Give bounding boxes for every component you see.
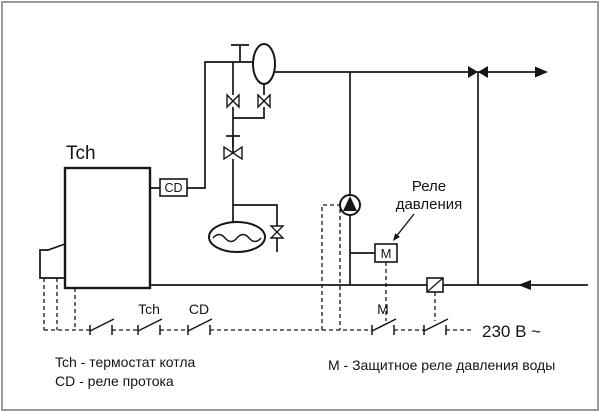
flow-arrow-out-icon — [535, 66, 548, 78]
switch-main — [89, 318, 115, 335]
legend-m: M - Защитное реле давления воды — [328, 357, 555, 373]
electrical-wiring — [43, 204, 472, 331]
flow-arrow-in-icon — [518, 280, 531, 290]
pipe-vessel-branch — [232, 62, 265, 222]
switch-tch-label: Tch — [138, 301, 160, 317]
legend: Tch - термостат котла CD - реле протока … — [55, 354, 555, 389]
callout-arrowhead-icon — [393, 233, 400, 241]
switch-cd — [187, 318, 213, 335]
flow-component-diagonal — [426, 277, 444, 293]
expansion-vessel-icon — [252, 43, 276, 85]
pipe-drain-branch — [233, 204, 278, 252]
water-level-icon — [212, 233, 262, 243]
boiler-group: Tch — [39, 143, 152, 290]
wire-pump-loop — [321, 204, 341, 330]
boiler-body — [63, 166, 152, 290]
pressure-relay-box — [374, 243, 398, 263]
outlet-valve-icon — [468, 66, 478, 78]
boiler-label: Tch — [66, 143, 96, 164]
valves — [223, 93, 285, 239]
valve-icon-left — [226, 93, 240, 109]
flow-component — [426, 277, 444, 293]
switch-aux — [423, 318, 449, 335]
pressure-relay: M Реле давления — [374, 178, 463, 263]
pump — [339, 194, 361, 216]
valve-handle — [226, 135, 240, 153]
flow-relay: CD — [159, 178, 188, 197]
circuit-switches — [89, 318, 449, 335]
outlet-valve — [468, 66, 488, 78]
outlet-valve-icon — [478, 66, 488, 78]
valve-icon-vessel — [257, 93, 271, 109]
voltage-label: 230 В ~ — [482, 322, 541, 341]
open-vessel — [208, 221, 266, 253]
drain-valve-icon — [269, 225, 285, 239]
pressure-relay-label: M — [381, 246, 392, 261]
safety-valve-icon — [223, 145, 243, 161]
legend-cd: CD - реле протока — [55, 373, 174, 389]
switch-tch — [137, 318, 163, 335]
pump-rotor-icon — [343, 196, 357, 211]
flow-relay-label: CD — [164, 181, 182, 195]
switch-m-label: M — [377, 301, 389, 317]
switch-cd-label: CD — [189, 301, 209, 317]
legend-tch: Tch - термостат котла — [55, 354, 196, 370]
flow-relay-box — [159, 178, 188, 197]
switch-m — [371, 318, 397, 335]
pressure-relay-callout-line1: Реле — [412, 178, 446, 195]
circuit-labels: Tch CD M 230 В ~ — [138, 301, 541, 341]
callout-arrow — [396, 213, 415, 236]
pressure-relay-callout-line2: давления — [396, 196, 463, 213]
air-vent-cap — [231, 44, 249, 62]
